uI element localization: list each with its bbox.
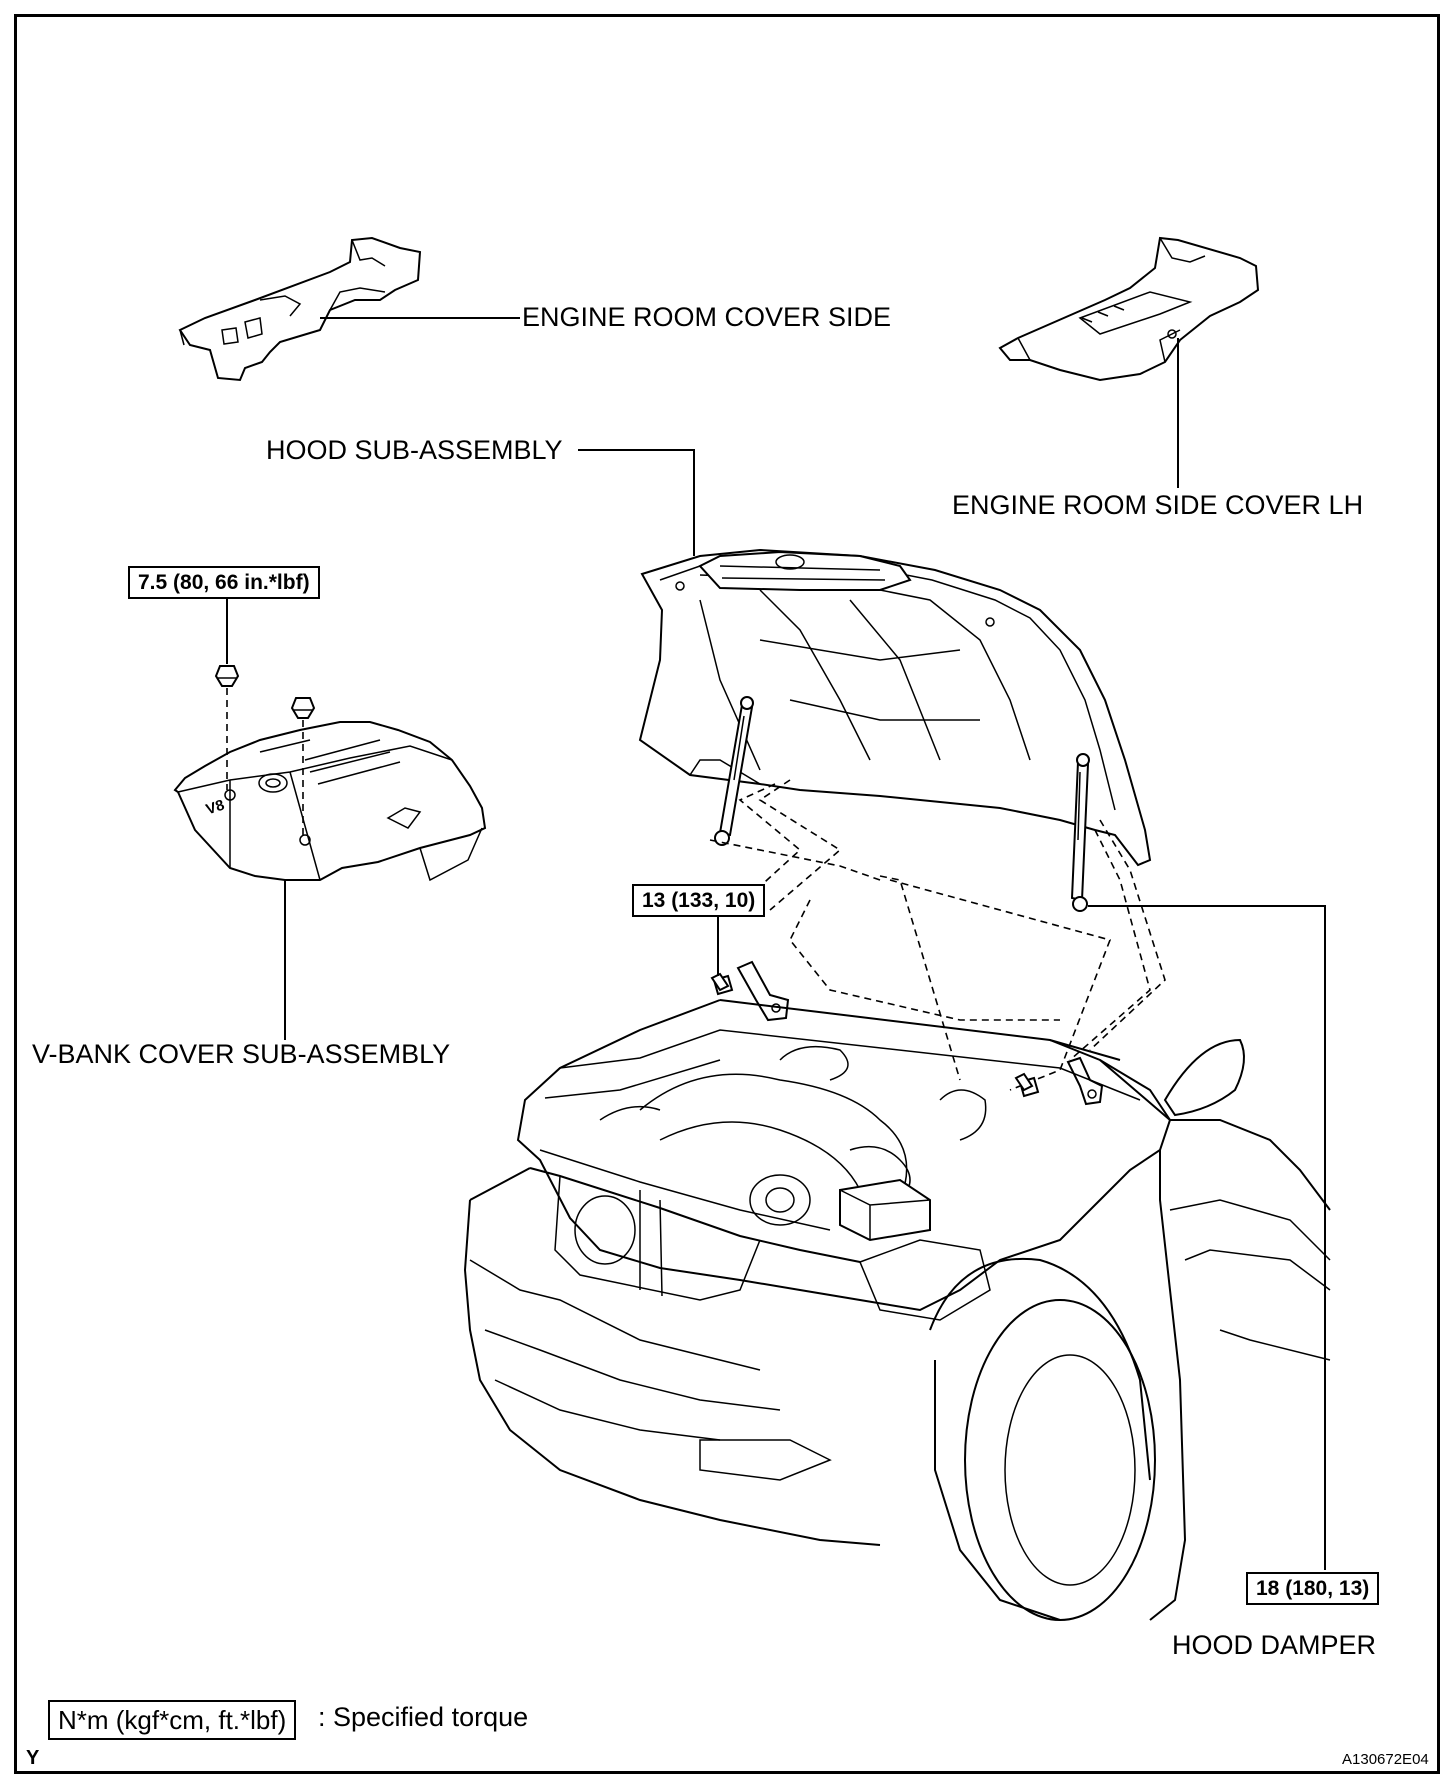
leader-lines <box>226 317 1326 1570</box>
figure-code: A130672E04 <box>1342 1751 1429 1768</box>
diagram-frame <box>14 14 1440 1774</box>
torque-v-bank-nut: 7.5 (80, 66 in.*lbf) <box>128 566 320 599</box>
label-hood-sub-assembly: HOOD SUB-ASSEMBLY <box>266 435 563 465</box>
v-bank-cover-part <box>173 721 487 882</box>
label-engine-room-cover-side: ENGINE ROOM COVER SIDE <box>522 302 892 332</box>
hinge-alignment-lines <box>709 779 1166 1091</box>
hood-part <box>638 548 1152 867</box>
hood-hinges <box>712 960 1104 1106</box>
label-engine-room-side-cover-lh: ENGINE ROOM SIDE COVER LH <box>952 490 1364 520</box>
torque-hood-damper-bolt: 18 (180, 13) <box>1246 1572 1380 1605</box>
vehicle-body <box>463 999 1331 1621</box>
label-hood-damper: HOOD DAMPER <box>1172 1630 1377 1660</box>
legend-description: : Specified torque <box>318 1702 529 1732</box>
v-bank-nuts <box>214 665 316 838</box>
torque-hood-hinge-bolt: 13 (133, 10) <box>632 884 766 917</box>
engine-room-cover-side-part <box>178 236 422 382</box>
corner-mark-left: Y <box>26 1747 40 1769</box>
label-v-bank-cover-sub-assembly: V-BANK COVER SUB-ASSEMBLY <box>32 1039 451 1069</box>
legend-unit-box: N*m (kgf*cm, ft.*lbf) <box>48 1700 297 1740</box>
hood-damper-struts <box>714 696 1090 912</box>
engine-room-side-cover-lh-part <box>998 236 1260 382</box>
